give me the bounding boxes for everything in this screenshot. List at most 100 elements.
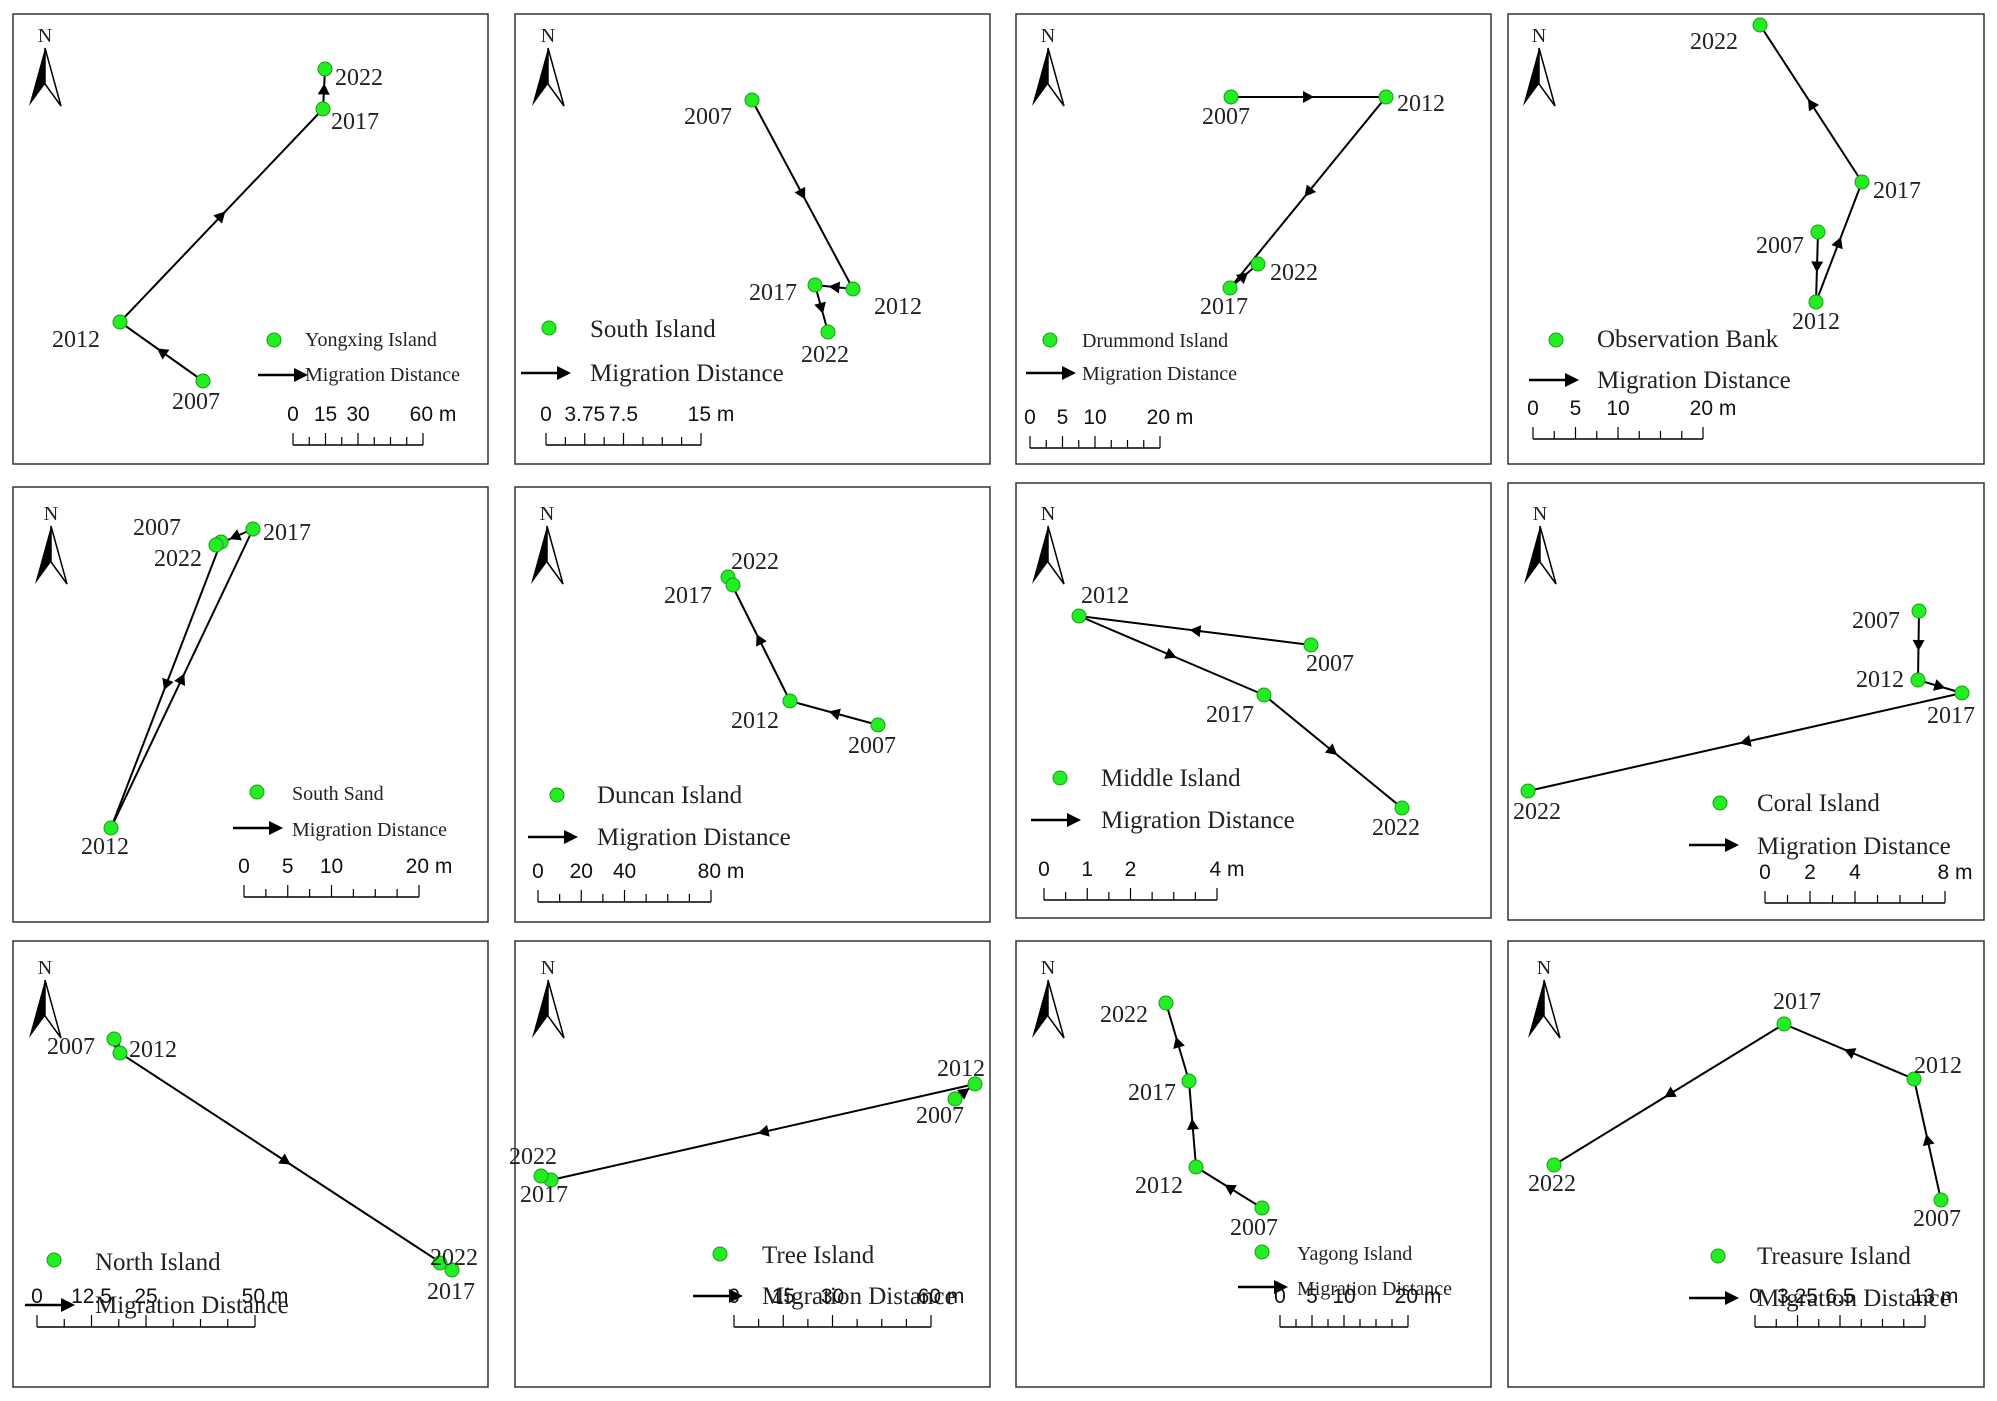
north-arrow-left bbox=[1032, 980, 1048, 1038]
year-label-2007: 2007 bbox=[684, 104, 732, 130]
legend-point-label: Drummond Island bbox=[1082, 330, 1228, 352]
migration-arrow bbox=[828, 281, 841, 294]
north-arrow-left bbox=[1523, 48, 1539, 106]
legend-line-label: Migration Distance bbox=[1757, 1285, 1951, 1312]
legend-arrow-icon bbox=[564, 830, 578, 844]
legend-point-label: Tree Island bbox=[762, 1242, 875, 1269]
year-label-2022: 2022 bbox=[731, 549, 779, 575]
scale-label-1: 2 bbox=[1804, 861, 1816, 884]
point-2022 bbox=[1752, 17, 1768, 33]
year-label-2017: 2017 bbox=[1128, 1080, 1176, 1106]
legend-arrow-icon bbox=[1274, 1280, 1288, 1294]
point-2007 bbox=[870, 717, 886, 733]
migration-arrow bbox=[157, 348, 170, 360]
migration-arrow bbox=[794, 186, 806, 200]
north-arrow-left bbox=[29, 980, 45, 1038]
north-arrow-right bbox=[1047, 525, 1065, 585]
scale-label-3: 8 m bbox=[1937, 861, 1972, 884]
legend-point-label: Duncan Island bbox=[597, 782, 743, 809]
legend-point-label: Middle Island bbox=[1101, 765, 1241, 792]
migration-arrow bbox=[957, 1088, 970, 1100]
point-2012 bbox=[782, 693, 798, 709]
north-arrow-left bbox=[1528, 980, 1544, 1038]
point-2012 bbox=[967, 1076, 983, 1092]
scale-label-0: 0 bbox=[1759, 861, 1771, 884]
legend-point-icon bbox=[249, 784, 265, 800]
scale-label-1: 5 bbox=[1306, 1285, 1318, 1308]
legend-line-label: Migration Distance bbox=[590, 360, 784, 387]
north-arrow-icon: N bbox=[1032, 957, 1065, 1039]
legend-point-label: Observation Bank bbox=[1597, 326, 1779, 353]
legend-arrow-icon bbox=[269, 821, 283, 835]
panel-frame bbox=[1507, 13, 1985, 465]
panel-frame bbox=[514, 940, 991, 1388]
legend-arrow-icon bbox=[61, 1298, 75, 1312]
legend-arrow-icon bbox=[1067, 813, 1081, 827]
legend-line-label: Migration Distance bbox=[95, 1292, 289, 1319]
legend-point-label: Coral Island bbox=[1757, 790, 1880, 817]
point-2022 bbox=[820, 324, 836, 340]
year-label-2022: 2022 bbox=[1528, 1171, 1576, 1197]
legend-line-label: Migration Distance bbox=[762, 1283, 956, 1310]
migration-arrow bbox=[1933, 679, 1946, 691]
panel-frame bbox=[514, 13, 991, 465]
migration-arrow bbox=[1303, 91, 1314, 103]
year-label-2022: 2022 bbox=[801, 342, 849, 368]
year-label-2017: 2017 bbox=[664, 583, 712, 609]
legend-point-icon bbox=[1710, 1248, 1726, 1264]
scale-label-3: 15 m bbox=[688, 403, 735, 426]
north-arrow-icon: N bbox=[29, 957, 62, 1039]
year-label-2012: 2012 bbox=[874, 294, 922, 320]
point-2007 bbox=[106, 1031, 122, 1047]
year-label-2022: 2022 bbox=[1513, 799, 1561, 825]
point-2017 bbox=[1222, 280, 1238, 296]
point-2017 bbox=[1954, 685, 1970, 701]
point-2007 bbox=[195, 373, 211, 389]
year-label-2012: 2012 bbox=[1914, 1053, 1962, 1079]
migration-arrow bbox=[1808, 98, 1820, 112]
scale-label-2: 6.5 bbox=[1825, 1285, 1854, 1308]
scale-label-2: 40 bbox=[613, 860, 636, 883]
migration-arrow bbox=[1843, 1048, 1857, 1060]
scale-label-2: 10 bbox=[1332, 1285, 1355, 1308]
scale-label-1: 5 bbox=[282, 855, 294, 878]
migration-arrow bbox=[1739, 734, 1752, 747]
north-arrow-right bbox=[1538, 47, 1556, 107]
north-arrow-left bbox=[1524, 526, 1540, 584]
year-label-2007: 2007 bbox=[1852, 608, 1900, 634]
year-label-2007: 2007 bbox=[47, 1034, 95, 1060]
panel-frame bbox=[514, 486, 991, 923]
north-arrow-right bbox=[1539, 525, 1557, 585]
migration-arrow bbox=[1922, 1134, 1935, 1147]
year-label-2007: 2007 bbox=[172, 389, 220, 415]
north-arrow-right bbox=[44, 979, 62, 1039]
north-label: N bbox=[541, 957, 555, 979]
year-label-2012: 2012 bbox=[1135, 1173, 1183, 1199]
north-label: N bbox=[44, 503, 58, 525]
north-arrow-left bbox=[531, 526, 547, 584]
point-2022 bbox=[1158, 995, 1174, 1011]
year-label-2017: 2017 bbox=[749, 280, 797, 306]
legend-arrow-icon bbox=[1725, 838, 1739, 852]
scale-label-1: 20 bbox=[570, 860, 593, 883]
panel-frame bbox=[12, 13, 489, 465]
scale-label-3: 50 m bbox=[242, 1285, 289, 1308]
point-2022 bbox=[317, 61, 333, 77]
legend-arrow-icon bbox=[1062, 366, 1076, 380]
migration-arrow bbox=[1912, 639, 1925, 651]
north-arrow-left bbox=[1032, 48, 1048, 106]
year-label-2017: 2017 bbox=[1200, 294, 1248, 320]
north-arrow-icon: N bbox=[1523, 25, 1556, 107]
north-arrow-left bbox=[29, 48, 45, 106]
legend-point-icon bbox=[266, 332, 282, 348]
legend-line-label: Migration Distance bbox=[1101, 807, 1295, 834]
